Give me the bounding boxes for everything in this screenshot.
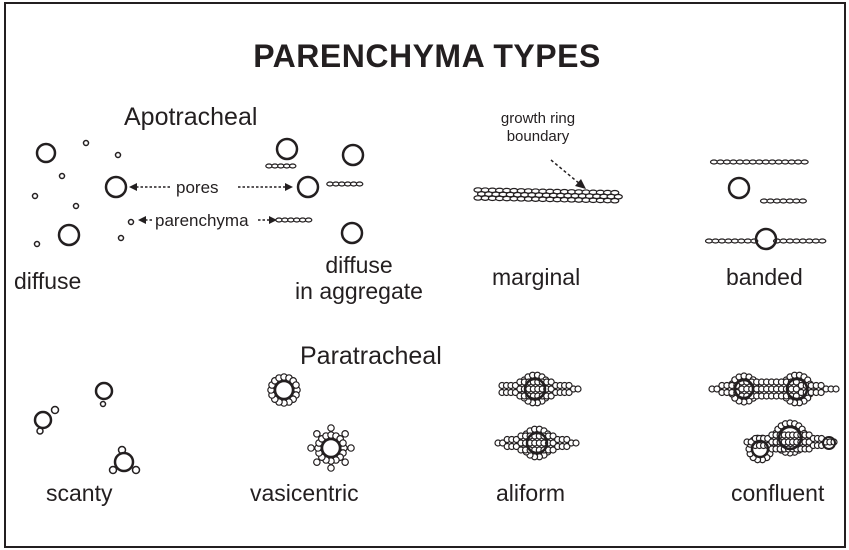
parenchyma-cell-icon	[116, 153, 121, 158]
parenchyma-cell-icon	[52, 407, 59, 414]
parenchyma-cell-icon	[74, 204, 79, 209]
label-pores: pores	[174, 179, 221, 196]
parenchyma-cell-icon	[819, 239, 826, 243]
pore-icon	[298, 177, 318, 197]
parenchyma-cell-icon	[342, 431, 348, 437]
parenchyma-cell-icon	[60, 174, 65, 179]
parenchyma-cell-icon	[573, 440, 579, 446]
parenchyma-cell-icon	[37, 428, 43, 434]
pore-icon	[115, 453, 133, 471]
vasicentric-drawing	[268, 374, 354, 471]
parenchyma-cell-icon	[305, 218, 311, 222]
pore-icon	[342, 223, 362, 243]
aliform-drawing	[495, 372, 581, 460]
parenchyma-cell-icon	[314, 431, 320, 437]
parenchyma-cell-icon	[119, 236, 124, 241]
parenchyma-cell-icon	[308, 445, 314, 451]
banded-drawing	[706, 160, 826, 249]
parenchyma-cell-icon	[575, 386, 581, 392]
arrowhead-icon	[138, 216, 146, 224]
pore-icon	[37, 144, 55, 162]
parenchyma-cell-icon	[328, 425, 334, 431]
pore-icon	[106, 177, 126, 197]
pore-icon	[729, 178, 749, 198]
pore-icon	[275, 381, 293, 399]
confluent-drawing	[709, 372, 839, 463]
parenchyma-cell-icon	[799, 199, 806, 203]
arrowhead-icon	[129, 183, 137, 191]
parenchyma-cell-icon	[110, 467, 117, 474]
parenchyma-cell-icon	[129, 220, 134, 225]
parenchyma-cell-icon	[342, 459, 348, 465]
scanty-drawing	[35, 383, 140, 474]
parenchyma-cell-icon	[314, 459, 320, 465]
pore-icon	[343, 145, 363, 165]
parenchyma-cell-icon	[328, 465, 334, 471]
parenchyma-cell-icon	[348, 445, 354, 451]
arrowhead-icon	[285, 183, 293, 191]
pore-icon	[35, 412, 51, 428]
parenchyma-cell-icon	[101, 402, 106, 407]
diffuse-aggregate-drawing	[266, 139, 363, 243]
pore-icon	[322, 439, 340, 457]
parenchyma-cell-icon	[356, 182, 362, 186]
parenchyma-cell-icon	[611, 199, 619, 203]
parenchyma-cell-icon	[801, 160, 808, 164]
parenchyma-cell-icon	[289, 164, 295, 168]
parenchyma-cell-icon	[33, 194, 38, 199]
parenchyma-cell-icon	[35, 242, 40, 247]
pore-icon	[277, 139, 297, 159]
pore-icon	[756, 229, 776, 249]
diffuse-drawing	[33, 141, 134, 247]
label-parenchyma: parenchyma	[153, 212, 251, 229]
parenchyma-cell-icon	[833, 386, 839, 392]
pore-icon	[59, 225, 79, 245]
marginal-drawing	[474, 188, 622, 203]
pore-icon	[96, 383, 112, 399]
arrowhead-icon	[575, 179, 586, 189]
growth-ring-arrow	[551, 160, 580, 184]
parenchyma-cell-icon	[133, 467, 140, 474]
parenchyma-cell-icon	[84, 141, 89, 146]
